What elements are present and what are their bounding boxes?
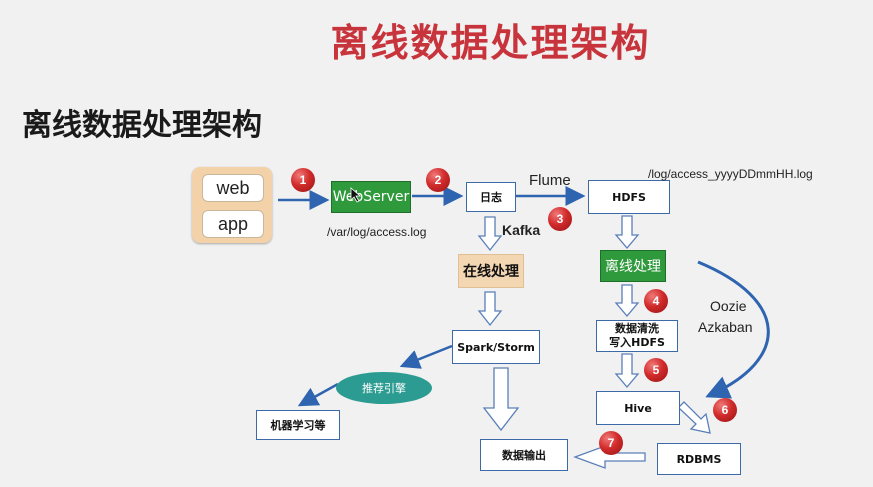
offline-processing-node: 离线处理 [600, 250, 666, 282]
data-cleaning-node: 数据清洗 写入HDFS [596, 320, 678, 352]
step-badge-1: 1 [291, 168, 315, 192]
step-badge-4: 4 [644, 289, 668, 313]
azkaban-label: Azkaban [698, 319, 753, 335]
data-cleaning-line2: 写入HDFS [609, 336, 665, 349]
hollow-arrow-spark-output [482, 367, 520, 432]
kafka-label: Kafka [502, 222, 541, 238]
hollow-arrow-online-spark [477, 291, 503, 327]
arrow-spark-recommend [399, 344, 453, 369]
data-output-node: 数据输出 [480, 439, 568, 471]
subtitle: 离线数据处理架构 [22, 108, 262, 143]
data-cleaning-line1: 数据清洗 [615, 322, 659, 335]
hollow-arrow-log-online [477, 216, 503, 252]
hollow-arrow-clean-hive [614, 353, 640, 389]
flume-label: Flume [529, 172, 571, 189]
rdbms-node: RDBMS [657, 443, 741, 475]
mouse-cursor-icon [350, 187, 362, 203]
step-badge-6: 6 [713, 398, 737, 422]
machine-learning-node: 机器学习等 [256, 410, 340, 440]
arrow-recommend-ml [297, 382, 339, 407]
main-title: 离线数据处理架构 [330, 21, 651, 65]
step-badge-5: 5 [644, 358, 668, 382]
oozie-label: Oozie [710, 298, 747, 314]
hdfs-path-label: /log/access_yyyyDDmmHH.log [648, 167, 813, 181]
hive-node: Hive [596, 391, 680, 425]
log-node: 日志 [466, 182, 516, 212]
step-badge-3: 3 [548, 207, 572, 231]
spark-storm-node: Spark/Storm [452, 330, 540, 364]
recommendation-engine-node: 推荐引擎 [336, 372, 432, 404]
arrow-oozie-hive [697, 260, 770, 399]
app-client: app [202, 210, 264, 238]
step-badge-7: 7 [599, 431, 623, 455]
hollow-arrow-hdfs-offline [614, 215, 640, 250]
client-group: web app [192, 167, 272, 243]
online-processing-node: 在线处理 [458, 254, 524, 288]
access-log-path-label: /var/log/access.log [327, 225, 427, 239]
hdfs-node: HDFS [588, 180, 670, 214]
hollow-arrow-hive-rdbms [676, 401, 711, 434]
web-client: web [202, 174, 264, 202]
hollow-arrow-offline-clean [614, 284, 640, 318]
webserver-node: WebServer [331, 181, 411, 213]
step-badge-2: 2 [426, 168, 450, 192]
